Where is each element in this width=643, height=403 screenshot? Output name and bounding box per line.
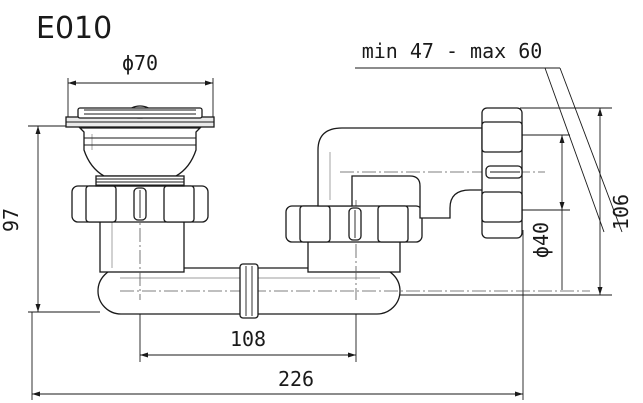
strainer-thread [95,175,185,187]
left-vertical-tube [99,213,185,273]
drain-strainer [65,105,215,187]
adjustment-range-label: min 47 - max 60 [362,39,543,63]
pipe-diameter-label: ϕ40 [529,222,553,258]
side-height-label: 106 [609,194,633,230]
siphon-body [71,107,590,319]
total-height-label: 97 [0,208,23,232]
model-code: E010 [36,11,112,46]
tube-coupling-ring [239,263,259,319]
total-length-label: 226 [278,367,314,391]
center-distance-label: 108 [230,327,266,351]
outlet-diameter-label: ϕ70 [122,51,158,75]
strainer-basket [78,127,202,177]
outlet-elbow [317,127,491,219]
